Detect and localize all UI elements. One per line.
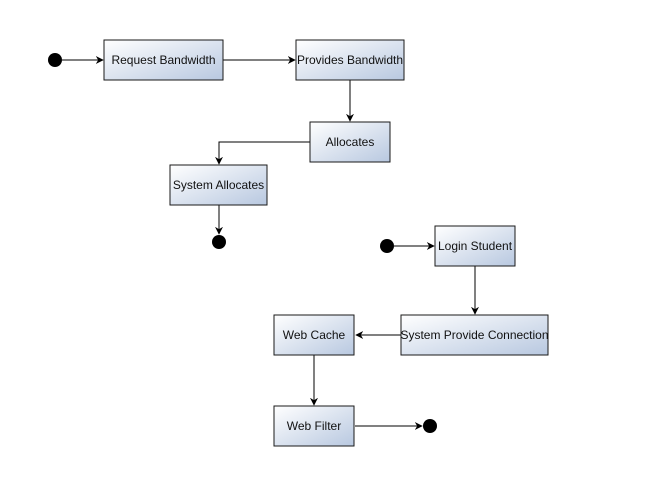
- edge-allocates-to-system-allocates: [215, 141, 310, 165]
- node-label: Provides Bandwidth: [297, 53, 403, 67]
- node-label: System Provide Connection: [400, 328, 548, 342]
- terminal-markers: [48, 53, 437, 433]
- connectors: [62, 56, 479, 430]
- initial-node-icon: [380, 239, 394, 253]
- node-web-filter[interactable]: Web Filter: [273, 405, 355, 447]
- node-request-bandwidth[interactable]: Request Bandwidth: [103, 39, 224, 81]
- final-node-icon: [423, 419, 437, 433]
- node-web-cache[interactable]: Web Cache: [273, 314, 355, 356]
- node-label: Web Filter: [287, 419, 341, 433]
- node-login-student[interactable]: Login Student: [434, 225, 516, 267]
- node-label: Login Student: [438, 239, 513, 253]
- initial-node-icon: [48, 53, 62, 67]
- node-label: Web Cache: [283, 328, 346, 342]
- node-label: System Allocates: [173, 178, 264, 192]
- node-label: Allocates: [326, 135, 375, 149]
- node-system-allocates[interactable]: System Allocates: [169, 164, 268, 206]
- final-node-icon: [212, 235, 226, 249]
- node-provides-bandwidth[interactable]: Provides Bandwidth: [295, 39, 405, 81]
- node-label: Request Bandwidth: [111, 53, 215, 67]
- node-system-provide-connection[interactable]: System Provide Connection: [400, 314, 549, 356]
- node-allocates[interactable]: Allocates: [309, 121, 391, 163]
